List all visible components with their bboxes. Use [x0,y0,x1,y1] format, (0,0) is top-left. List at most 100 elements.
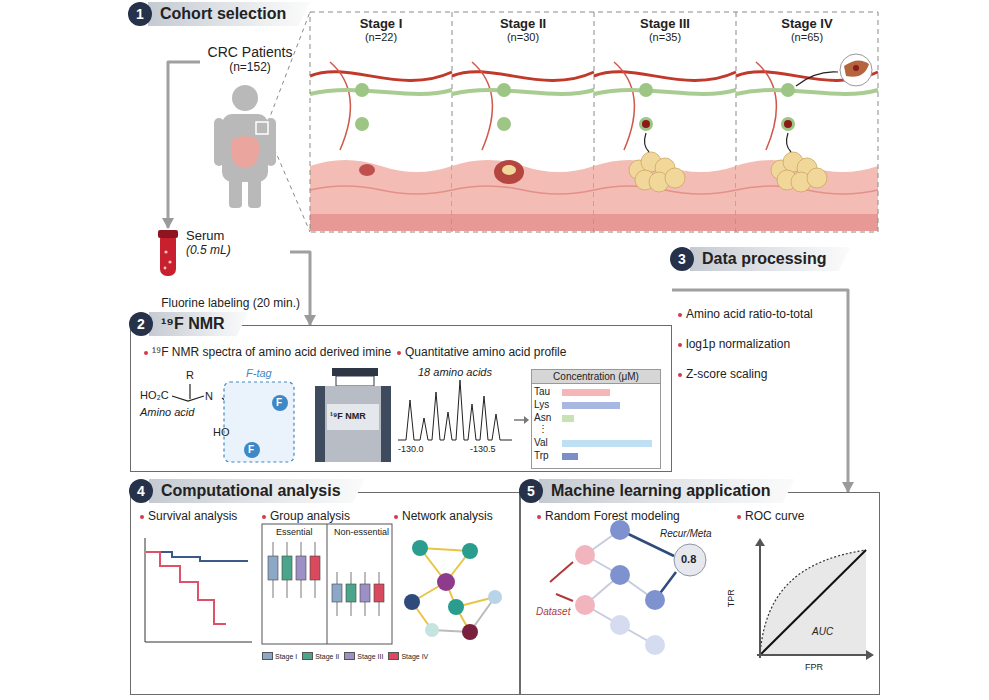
patient-figure-part [231,136,260,168]
network-graph-part [462,624,478,640]
info-box: Stage IV(n=65) [736,12,878,232]
network-graph-part [437,573,455,591]
label: Non-essential [334,527,389,537]
label: Dataset [536,606,570,618]
patient-figure-part [232,85,258,111]
table-bars-part [562,415,574,422]
legend-text: Stage III [357,653,383,660]
random-forest-part [645,590,665,610]
serum-tube-part [160,232,176,276]
legend-swatch [388,652,399,660]
imine-structure-part [189,384,190,399]
roc-curve-part [757,542,870,658]
label: N [205,390,213,403]
stage-illustrations-part [645,133,649,152]
info-box: Serum(0.5 mL) [140,228,290,278]
nmr-machine [315,368,391,462]
stage-illustrations-part [330,62,350,150]
network-graph-part [425,623,439,637]
patient-figure-part [229,176,242,208]
random-forest-part [610,615,630,635]
flow-arrowhead [524,416,529,424]
stage-illustrations-part [452,186,594,194]
table-bars-part [562,440,652,447]
network-graph-part [488,590,502,604]
patient-figure-part [222,114,268,182]
legend: Stage IStage IIStage IIIStage IV [262,652,428,660]
nmr-spectrum-part [398,380,512,440]
stage-illustrations-part [310,160,452,231]
step-number: 2 [129,312,153,336]
nmr-spectrum [398,380,512,440]
random-forest-part [575,545,595,565]
box-plot [262,524,392,644]
random-forest-part [674,544,706,576]
label: -130.0 [398,444,424,454]
flow-connector [168,62,200,228]
bullet-dot [140,515,144,519]
stage-illustrations-part [853,65,859,71]
flow-connector [290,252,310,325]
random-forest [550,520,706,655]
stage-illustrations-part [310,214,452,231]
box-note: (n=30) [452,31,594,43]
bullet-dot [537,515,541,519]
box-plot-part [327,524,328,644]
step-number: 1 [128,2,152,26]
stage-illustrations-part [787,133,791,152]
label: Z-score scaling [686,368,767,382]
panel-title: Computational analysis [149,479,365,503]
stage-illustrations-part [756,62,776,150]
legend-item: Stage II [302,652,339,660]
random-forest-part [610,565,630,585]
box-note: (n=35) [594,31,736,43]
nmr-machine-part [327,404,379,430]
label: Trp [534,450,549,462]
serum-tube-part [164,267,167,270]
info-box: Stage III(n=35) [594,12,736,232]
box [282,556,292,580]
nmr-machine-part [332,368,378,376]
stage-illustrations-part [452,214,594,231]
imine-structure-part [224,382,294,462]
panel-header: 3Data processing [670,247,850,271]
stage-illustrations-part [502,165,516,175]
label: Quantitative amino acid profile [405,346,566,360]
panel-header: 1Cohort selection [128,2,310,26]
stage-illustrations-part [494,160,524,184]
box-title: Stage IV [736,16,878,31]
stage-illustrations-part [355,83,369,97]
info-box: CRC Patients(n=152) [200,44,300,82]
box-plot-part [268,542,384,616]
box [268,556,278,580]
imine-structure-part [172,396,204,401]
label: Group analysis [270,510,350,524]
stage-illustrations-part [736,214,878,231]
label: HO₂C [140,389,169,402]
stage-illustrations [310,12,878,232]
flow-connector [672,290,848,492]
box-title: Serum [186,228,290,243]
label: AUC [812,626,833,638]
bullet-dot [678,373,682,377]
table-bars-part [562,402,620,409]
serum-tube [158,230,178,276]
network-graph-part [412,540,428,556]
legend-text: Stage II [315,653,339,660]
panel-title: Data processing [690,247,850,271]
zoom-lines-part [268,12,310,122]
bullet-dot [394,515,398,519]
label: Amino acid [140,406,194,419]
nmr-machine-part [336,376,374,386]
label: Val [534,437,548,449]
stage-illustrations-part [639,117,653,131]
imine-structure-part [272,395,288,411]
stage-illustrations-part [452,90,594,94]
bullet-dot [397,351,401,355]
serum-tube-part [158,230,178,238]
box-title: Stage II [452,16,594,31]
random-forest-part [575,595,595,615]
box [296,556,306,580]
bullet-dot [678,343,682,347]
